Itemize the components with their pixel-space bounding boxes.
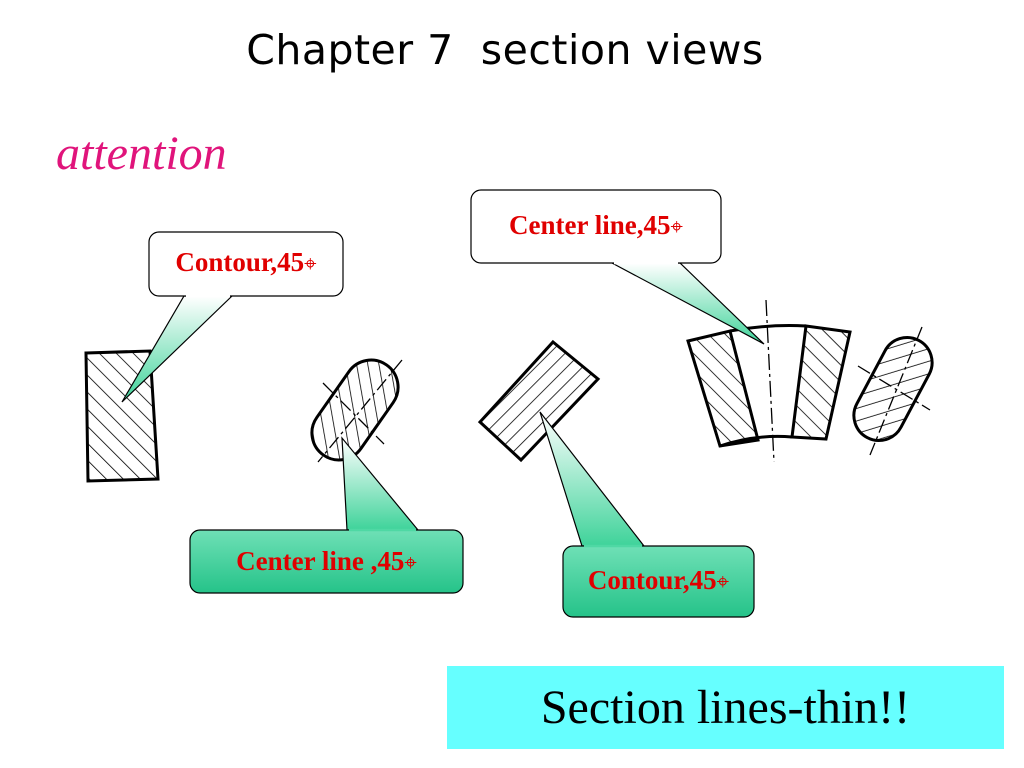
slide-title: Chapter 7 section views xyxy=(246,26,764,74)
hatched-sector-pair xyxy=(686,299,852,463)
hatched-slot-with-centerlines xyxy=(310,358,403,463)
callout-4-label: Contour,45⌖ xyxy=(587,565,730,595)
callout-2-label: Center line,45⌖ xyxy=(509,210,683,240)
callout-1-label: Contour,45⌖ xyxy=(175,247,317,277)
hatched-slot-right xyxy=(852,326,934,456)
section-symbol-icon: ⌖ xyxy=(404,550,417,576)
callout-3-label: Center line ,45⌖ xyxy=(236,546,417,576)
note-box: Section lines-thin!! xyxy=(447,666,1004,749)
section-symbol-icon: ⌖ xyxy=(670,214,683,240)
callout-3 xyxy=(189,436,464,594)
note-text: Section lines-thin!! xyxy=(540,681,911,734)
section-symbol-icon: ⌖ xyxy=(716,569,730,595)
callout-4 xyxy=(539,411,755,618)
hatched-diamond-rectangle xyxy=(477,339,601,463)
callout-2 xyxy=(470,189,765,345)
section-symbol-icon: ⌖ xyxy=(304,251,317,277)
callout-1 xyxy=(121,231,344,403)
slide-subtitle: attention xyxy=(56,127,227,180)
